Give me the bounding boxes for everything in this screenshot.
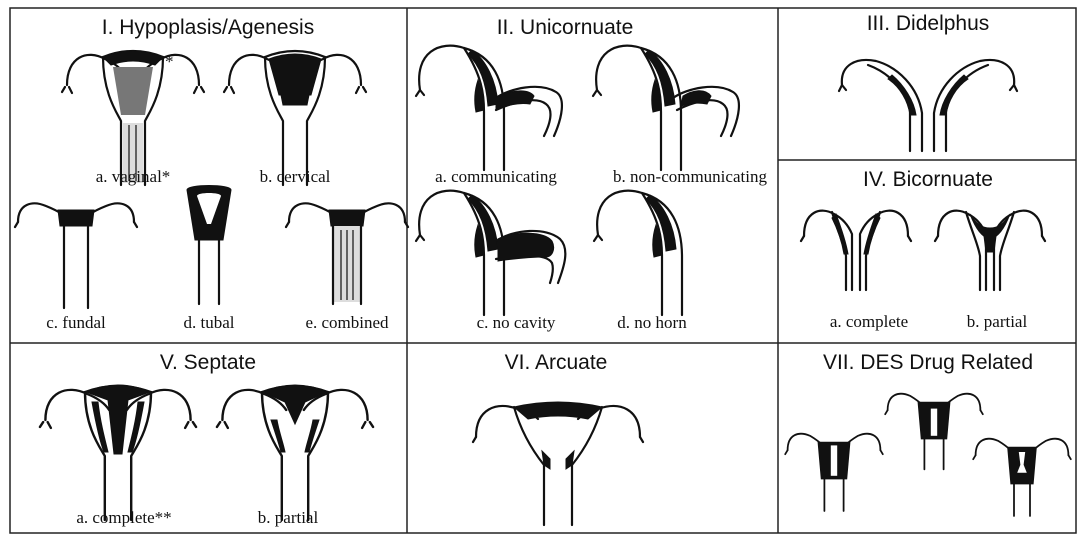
caption-bicornuate-complete: a. complete bbox=[830, 312, 908, 331]
panel-des-drug-related: VII. DES Drug Related bbox=[785, 351, 1071, 516]
panel-title: III. Didelphus bbox=[867, 12, 990, 35]
caption-fundal: c. fundal bbox=[46, 313, 106, 332]
diagram-communicating bbox=[416, 46, 562, 170]
diagram-arcuate bbox=[473, 402, 643, 525]
diagram-septate-partial bbox=[217, 385, 373, 520]
asterisk-mark: * bbox=[165, 52, 174, 71]
panel-title: VI. Arcuate bbox=[505, 351, 608, 374]
diagram-didelphus bbox=[839, 60, 1017, 151]
diagram-tubal bbox=[187, 186, 231, 305]
caption-no-horn: d. no horn bbox=[617, 313, 687, 332]
caption-septate-partial: b. partial bbox=[258, 508, 319, 527]
diagram-combined bbox=[286, 203, 408, 304]
caption-vaginal: a. vaginal* bbox=[96, 167, 171, 186]
panel-title: II. Unicornuate bbox=[497, 16, 634, 39]
diagram-septate-complete bbox=[40, 385, 196, 520]
diagram-vaginal: * bbox=[62, 51, 204, 185]
diagram-bicornuate-partial bbox=[935, 211, 1045, 290]
panel-unicornuate: II. Unicornuate a. communicating b. non-… bbox=[416, 16, 767, 332]
caption-combined: e. combined bbox=[305, 313, 389, 332]
diagram-non-communicating bbox=[593, 46, 739, 170]
diagram-fundal bbox=[15, 203, 137, 308]
diagram-des-right bbox=[973, 439, 1071, 516]
caption-cervical: b. cervical bbox=[260, 167, 331, 186]
panel-arcuate: VI. Arcuate bbox=[473, 351, 643, 525]
panel-title: I. Hypoplasis/Agenesis bbox=[102, 16, 314, 39]
panel-didelphus: III. Didelphus bbox=[839, 12, 1017, 151]
caption-bicornuate-partial: b. partial bbox=[967, 312, 1028, 331]
diagram-des-left bbox=[785, 434, 883, 511]
diagram-des-middle bbox=[885, 394, 983, 470]
caption-septate-complete: a. complete** bbox=[76, 508, 171, 527]
panel-bicornuate: IV. Bicornuate a. complete b. partial bbox=[801, 168, 1045, 331]
diagram-no-cavity bbox=[416, 191, 565, 315]
panel-title: VII. DES Drug Related bbox=[823, 351, 1033, 374]
caption-tubal: d. tubal bbox=[184, 313, 235, 332]
panel-hypoplasia-agenesis: I. Hypoplasis/Agenesis * a. vaginal* b. … bbox=[15, 16, 408, 332]
panel-septate: V. Septate a. complete** b. partial bbox=[40, 351, 373, 527]
diagram-cervical bbox=[224, 51, 366, 185]
panel-title: IV. Bicornuate bbox=[863, 168, 993, 191]
diagram-no-horn bbox=[594, 191, 682, 315]
caption-non-communicating: b. non-communicating bbox=[613, 167, 767, 186]
caption-communicating: a. communicating bbox=[435, 167, 557, 186]
diagram-bicornuate-complete bbox=[801, 211, 911, 290]
panel-title: V. Septate bbox=[160, 351, 256, 374]
caption-no-cavity: c. no cavity bbox=[477, 313, 556, 332]
